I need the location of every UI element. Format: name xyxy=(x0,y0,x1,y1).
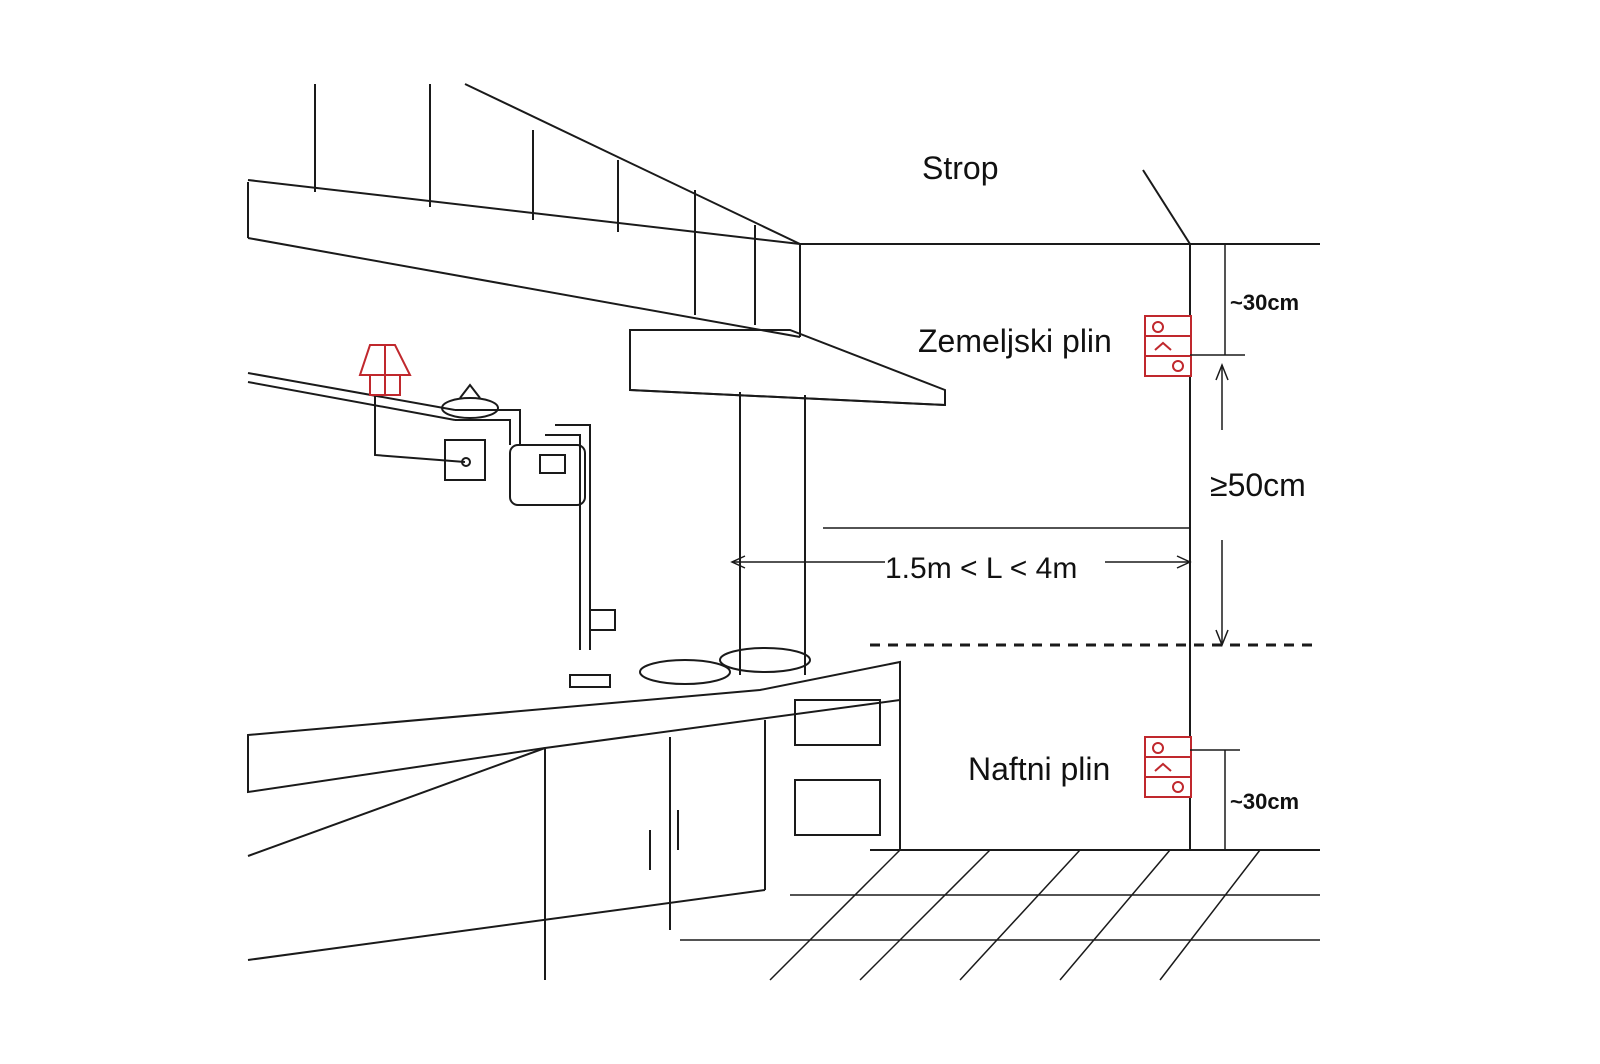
floor-tiles xyxy=(680,849,1320,981)
bottom-distance-label: ~30cm xyxy=(1230,789,1300,814)
top-distance-label: ~30cm xyxy=(1230,290,1300,315)
petroleum-gas-detector xyxy=(1144,736,1192,798)
petroleum-gas-label: Naftni plin xyxy=(968,751,1111,787)
range-hood xyxy=(629,329,946,675)
valve-actuator xyxy=(358,344,412,396)
horizontal-dimension xyxy=(730,527,1192,569)
upper-cabinets xyxy=(247,83,801,338)
counter-cabinets xyxy=(247,647,901,980)
ceiling-label: Strop xyxy=(922,150,999,186)
vertical-dimensions xyxy=(1190,244,1245,850)
room-walls xyxy=(800,169,1320,851)
horizontal-distance-label: 1.5m < L < 4m xyxy=(885,552,1078,585)
middle-distance-label: ≥50cm xyxy=(1210,467,1306,503)
gas-pipeline xyxy=(247,372,616,650)
natural-gas-label: Zemeljski plin xyxy=(918,323,1112,359)
natural-gas-detector xyxy=(1144,315,1192,377)
